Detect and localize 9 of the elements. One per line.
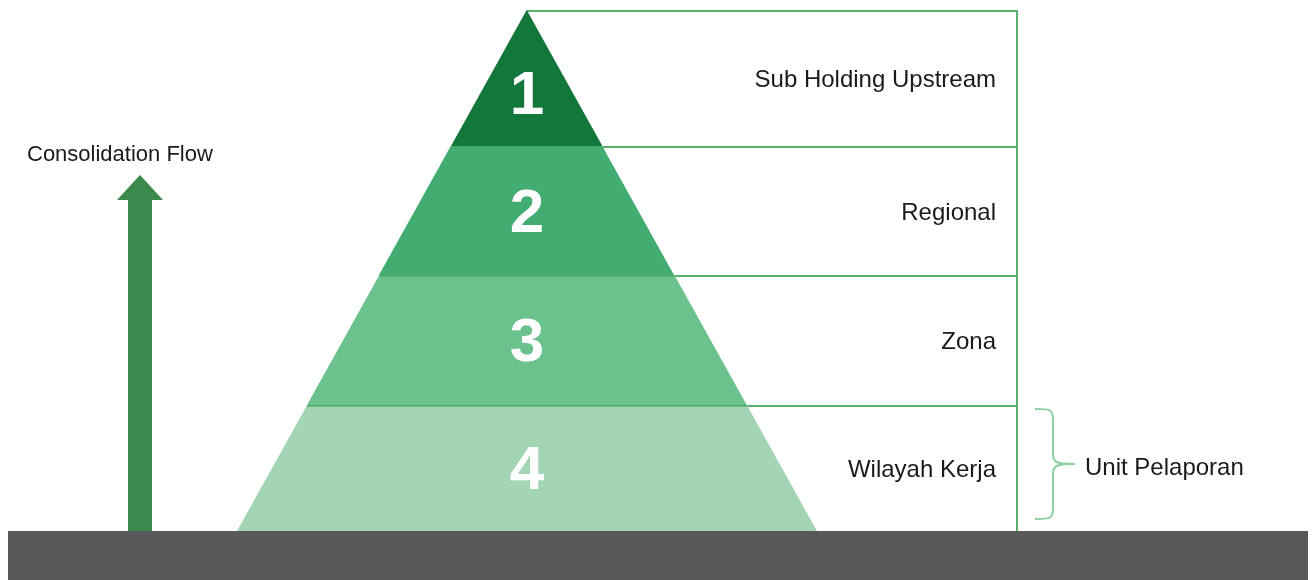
pyramid-level: 3 <box>307 275 747 405</box>
pyramid-level: 1 <box>451 10 603 146</box>
level-row-box: Regional <box>676 146 1018 275</box>
bracket-label: Unit Pelaporan <box>1085 452 1244 482</box>
pyramid-level: 4 <box>237 405 817 531</box>
level-row-box: Sub Holding Upstream <box>604 10 1018 146</box>
flow-label: Consolidation Flow <box>27 140 213 168</box>
level-row-box: Zona <box>748 275 1018 405</box>
pyramid-level: 2 <box>379 146 675 275</box>
